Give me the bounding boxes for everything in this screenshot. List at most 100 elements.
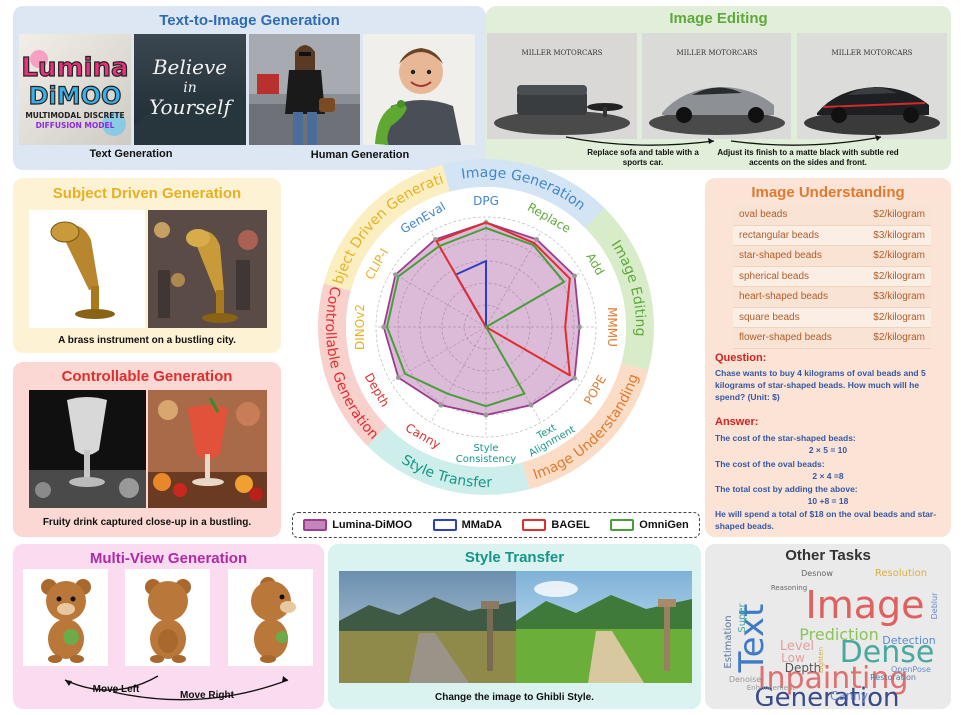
panel-title: Controllable Generation (61, 368, 233, 385)
axis-line (390, 326, 487, 383)
woman-street-image (249, 34, 360, 145)
data-point (528, 402, 534, 408)
word-resolution: Resolution (875, 568, 927, 579)
bear-side-image (228, 569, 313, 666)
table-row: flower-shaped beads$2/kilogram (733, 328, 931, 349)
category-label: MMMU (605, 307, 619, 347)
word-enhancement: Enhancement (747, 684, 796, 692)
black-sportscar-image: MILLER MOTORCARS (797, 33, 947, 139)
series-polygon (386, 227, 566, 408)
word-image: Image (805, 583, 924, 627)
answer-line: He will spend a total of $18 on the oval… (715, 509, 937, 531)
dimoo-text: DiMOO (29, 82, 122, 110)
view-arrows (64, 675, 289, 701)
lumina-text: Lumina (21, 53, 128, 83)
svg-text:MILLER MOTORCARS: MILLER MOTORCARS (522, 49, 603, 57)
legend-swatch (610, 519, 635, 531)
answer-calc: 2 × 5 = 10 (808, 445, 848, 455)
question-text: Chase wants to buy 4 kilograms of oval b… (715, 368, 926, 402)
word-deblur: Deblur (930, 592, 939, 619)
image-editing-panel: Image Editing MILLER MOTORCARS MILLER MO… (486, 6, 951, 170)
panel-title: Multi-View Generation (89, 550, 248, 567)
axis-line (390, 271, 487, 328)
bead-price-table: oval beads$2/kilogram rectangular beads$… (733, 205, 931, 349)
table-row: heart-shaped beads$3/kilogram (733, 287, 931, 308)
category-label: DPG (473, 194, 499, 208)
answer-line: The cost of the star-shaped beads: (715, 433, 856, 443)
word-dense: Dense (840, 635, 935, 670)
word-detection: Detection (882, 634, 935, 647)
text-generation-caption: Text Generation (89, 148, 173, 160)
brass-instrument-image (29, 210, 145, 328)
brass-in-city-image (148, 210, 267, 328)
boardwalk-photo-image (339, 571, 516, 683)
word-desnow: Desnow (801, 569, 833, 578)
ring-sector (442, 159, 605, 229)
bear-front-image (23, 569, 108, 666)
sofa-showroom-image: MILLER MOTORCARS (487, 33, 637, 139)
legend-item-lumina: Lumina-DiMOO (303, 519, 412, 531)
panel-title: Other Tasks (785, 547, 871, 564)
style-caption: Change the image to Ghibli Style. (435, 692, 594, 703)
panel-title: Subject Driven Generation (52, 185, 242, 202)
word-restoration: Restoration (870, 673, 916, 682)
image-understanding-panel: Image Understanding oval beads$2/kilogra… (705, 178, 951, 537)
data-point (438, 402, 444, 408)
word-low: Low (781, 651, 805, 665)
svg-text:DIFFUSION MODEL: DIFFUSION MODEL (36, 121, 115, 130)
edit-caption-2: Adjust its finish to a matte black with … (717, 148, 899, 167)
word-level: Level (780, 639, 814, 654)
legend-swatch (432, 519, 457, 531)
data-point (393, 272, 398, 278)
answer-line: The total cost by adding the above: (715, 484, 858, 494)
word-inpainting: Inpainting (758, 661, 909, 696)
answer-label: Answer: (715, 416, 759, 428)
grid-ring (375, 216, 597, 438)
word-depth: Depth (785, 661, 822, 675)
panel-title: Image Editing (669, 10, 768, 27)
answer-calc: 10 +8 = 18 (807, 496, 849, 506)
legend-swatch (522, 519, 547, 531)
boardwalk-ghibli-image (516, 571, 692, 683)
data-point (572, 273, 577, 279)
answer-line: The cost of the oval beads: (715, 459, 825, 469)
other-tasks-panel: Other Tasks Image Text Dense Inpainting … (705, 544, 951, 709)
word-reasoning: Reasoning (771, 584, 807, 592)
edit-arrows (565, 135, 882, 146)
depth-map-image (29, 390, 146, 508)
style-transfer-panel: Style Transfer Change the image to Ghibl… (328, 544, 701, 709)
ring-sector (323, 164, 450, 291)
silver-sportscar-image: MILLER MOTORCARS (642, 33, 791, 139)
text-to-image-panel: Text-to-Image Generation Lumina DiMOO MU… (13, 6, 486, 170)
subject-caption: A brass instrument on a bustling city. (58, 335, 236, 346)
data-point (577, 324, 582, 330)
answer-calc: 2 × 4 =8 (812, 471, 844, 481)
ring-sector (584, 208, 654, 371)
control-caption: Fruity drink captured close-up in a bust… (42, 517, 252, 528)
table-row: oval beads$2/kilogram (733, 205, 931, 226)
panel-title: Image Understanding (751, 184, 905, 201)
subject-driven-panel: Subject Driven Generation A brass instru… (13, 178, 281, 353)
word-super: Super (737, 602, 748, 632)
legend-item-bagel: BAGEL (522, 519, 590, 531)
legend-swatch (303, 519, 328, 531)
ring-sector (522, 363, 649, 490)
panel-title: Text-to-Image Generation (159, 12, 340, 29)
data-point (572, 375, 577, 381)
svg-text:Believe: Believe (152, 55, 227, 79)
word-denoise: Denoise (729, 675, 761, 684)
svg-text:Yourself: Yourself (149, 95, 234, 119)
data-point (483, 412, 489, 418)
edit-caption-1: Replace sofa and table with a sports car… (587, 148, 699, 167)
word-generation: Generation (754, 683, 899, 706)
legend-item-mmada: MMaDA (432, 519, 502, 531)
table-row: square beads$2/kilogram (733, 308, 931, 328)
word-text: Text (732, 604, 772, 674)
move-left-caption: Move Left (92, 684, 140, 695)
word-lighten: Lighten (817, 647, 825, 673)
axis-line (485, 231, 542, 328)
question-label: Question: (715, 352, 767, 364)
data-point (395, 375, 401, 380)
word-openpose: OpenPose (891, 665, 931, 674)
